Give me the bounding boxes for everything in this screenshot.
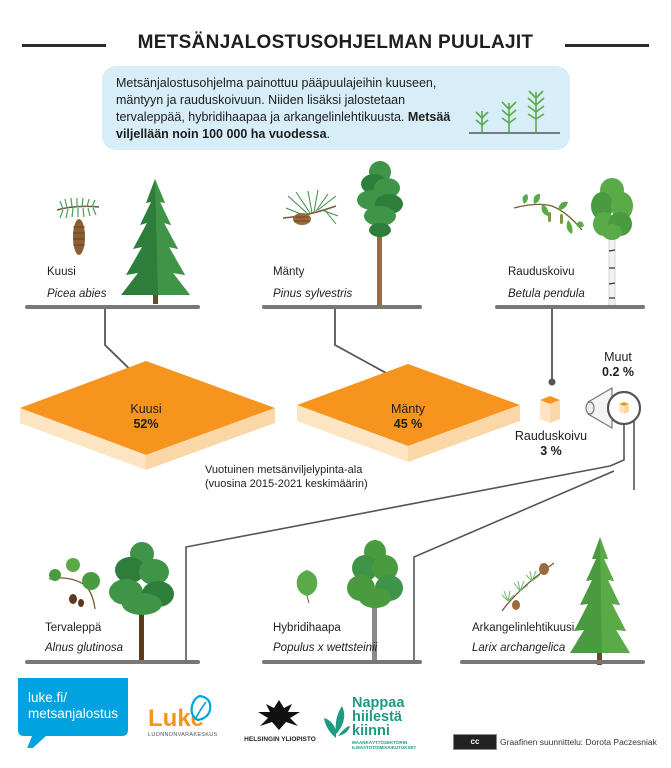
title-bar: METSÄNJALOSTUSOHJELMAN PUULAJIT bbox=[0, 30, 671, 58]
birch-branch-icon bbox=[513, 194, 584, 234]
helsinki-university-name: HELSINGIN YLIOPISTO bbox=[244, 736, 316, 743]
species-name-hybridihaapa: Hybridihaapa bbox=[273, 622, 341, 634]
shelf-hybridihaapa bbox=[262, 660, 422, 664]
species-latin-hybridihaapa: Populus x wettsteinii bbox=[273, 642, 378, 654]
spruce-branch-icon bbox=[56, 197, 100, 255]
alder-tree-icon bbox=[109, 542, 174, 664]
luke-logo: Luke LUONNONVARAKESKUS bbox=[148, 694, 218, 738]
species-latin-rauduskoivu: Betula pendula bbox=[508, 288, 585, 300]
cc-license-badge[interactable]: cc bbox=[453, 734, 497, 750]
title-rule-right bbox=[565, 44, 649, 47]
cube-rauduskoivu bbox=[540, 396, 560, 423]
slab-kuusi bbox=[20, 361, 275, 470]
species-latin-kuusi: Picea abies bbox=[47, 288, 107, 300]
nappaa-subtitle: MAANKÄYTTÖSEKTORIN ILMASTOTOIMIVAIKUTUKS… bbox=[352, 740, 417, 750]
design-credit: Graafinen suunnittelu: Dorota Paczesniak bbox=[500, 737, 657, 747]
alder-branch-icon bbox=[48, 558, 100, 610]
intro-text: Metsänjalostusohjelma painottuu pääpuula… bbox=[116, 76, 451, 141]
title-rule-left bbox=[22, 44, 106, 47]
aspen-tree-icon bbox=[347, 540, 403, 664]
area-note: Vuotuinen metsänviljelypinta-ala (vuosin… bbox=[205, 464, 368, 490]
species-latin-manty: Pinus sylvestris bbox=[273, 288, 353, 300]
birch-tree-icon bbox=[591, 178, 633, 306]
pine-tree-icon bbox=[357, 161, 403, 306]
area-diagram bbox=[20, 309, 642, 490]
pine-branch-icon bbox=[282, 189, 339, 225]
species-name-rauduskoivu: Rauduskoivu bbox=[508, 266, 575, 278]
slab-manty bbox=[297, 364, 520, 462]
larch-tree-icon bbox=[570, 537, 630, 665]
species-name-kuusi: Kuusi bbox=[47, 266, 76, 278]
shelf-tervaleppa bbox=[25, 660, 200, 664]
magnifier-icon bbox=[585, 386, 642, 430]
species-name-manty: Mänty bbox=[273, 266, 305, 278]
luke-speech-bubble[interactable] bbox=[18, 678, 128, 748]
aspen-leaf-icon bbox=[296, 570, 318, 604]
species-name-tervaleppa: Tervaleppä bbox=[45, 622, 102, 634]
shelf-arkangelinlehtikuusi bbox=[460, 660, 645, 664]
shelf-rauduskoivu bbox=[495, 305, 645, 309]
helsinki-university-logo-icon bbox=[258, 700, 300, 730]
spruce-tree-icon bbox=[121, 179, 190, 304]
nappaa-leaves-icon bbox=[324, 706, 350, 738]
species-latin-tervaleppa: Alnus glutinosa bbox=[45, 642, 123, 654]
lower-connectors bbox=[185, 465, 615, 660]
intro-box: Metsänjalostusohjelma painottuu pääpuula… bbox=[102, 66, 570, 150]
shelf-kuusi bbox=[25, 305, 200, 309]
larch-branch-icon bbox=[501, 562, 555, 612]
luke-link[interactable]: luke.fi/ metsanjalostus bbox=[28, 690, 119, 721]
seedlings-icon bbox=[469, 90, 560, 134]
species-name-arkangelinlehtikuusi: Arkangelinlehtikuusi bbox=[472, 622, 575, 634]
luke-leaf-icon bbox=[190, 694, 212, 722]
intro-bold: Metsää viljellään noin 100 000 ha vuodes… bbox=[116, 110, 451, 141]
page-title: METSÄNJALOSTUSOHJELMAN PUULAJIT bbox=[137, 32, 534, 53]
species-latin-arkangelinlehtikuusi: Larix archangelica bbox=[472, 642, 566, 654]
shelf-manty bbox=[262, 305, 422, 309]
nappaa-logo-text: Nappaa hiilestä kiinni bbox=[352, 695, 405, 739]
